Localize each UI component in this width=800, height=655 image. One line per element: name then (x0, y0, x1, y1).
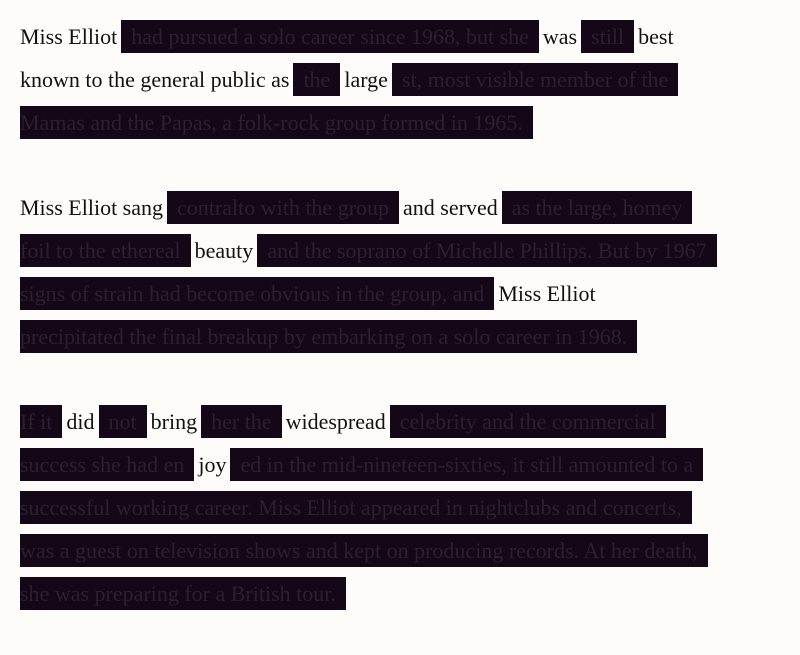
visible-text: bring (150, 409, 198, 435)
text-line: precipitated the final breakup by embark… (20, 313, 792, 356)
redaction-bar: st, most visible member of the (391, 63, 679, 97)
visible-text: and served (403, 195, 498, 221)
redaction-bar: still (581, 20, 635, 54)
redaction-bar: precipitated the final breakup by embark… (20, 320, 638, 354)
redaction-bar: ed in the mid-nineteen-sixties, it still… (230, 448, 704, 482)
redaction-bar: success she had en (20, 448, 195, 482)
text-line: Mamas and the Papas, a folk-rock group f… (20, 99, 792, 142)
text-line: successful working career. Miss Elliot a… (20, 484, 792, 527)
visible-text: known to the general public as (20, 67, 290, 93)
text-line: she was preparing for a British tour. (20, 570, 792, 613)
visible-text: beauty (194, 238, 254, 264)
redaction-bar: foil to the ethereal (20, 234, 191, 268)
redaction-bar: her the (201, 405, 282, 439)
redaction-bar: Mamas and the Papas, a folk-rock group f… (20, 106, 533, 140)
redaction-bar: not (98, 405, 147, 439)
text-line: signs of strain had become obvious in th… (20, 270, 792, 313)
redaction-bar: successful working career. Miss Elliot a… (20, 491, 692, 525)
text-line: was a guest on television shows and kept… (20, 527, 792, 570)
redaction-bar: had pursued a solo career since 1968, bu… (121, 20, 539, 54)
redaction-bar: celebrity and the commercial (389, 405, 666, 439)
visible-text: did (66, 409, 95, 435)
redaction-bar: signs of strain had become obvious in th… (20, 277, 495, 311)
visible-text: Miss Elliot (20, 24, 118, 50)
visible-text: Miss Elliot (498, 281, 596, 307)
redaction-bar: the (293, 63, 341, 97)
visible-text: was (542, 24, 578, 50)
redaction-bar: contralto with the group (167, 191, 400, 225)
redaction-bar: as the large, homey (501, 191, 693, 225)
redaction-bar: If it (20, 405, 63, 439)
visible-text: widespread (285, 409, 386, 435)
redaction-bar: and the soprano of Michelle Phillips. Bu… (257, 234, 717, 268)
visible-text: large (344, 67, 388, 93)
visible-text: Miss Elliot sang (20, 195, 164, 221)
visible-text: best (638, 24, 674, 50)
visible-text: joy (198, 452, 227, 478)
redaction-bar: was a guest on television shows and kept… (20, 534, 708, 568)
redaction-bar: she was preparing for a British tour. (20, 577, 346, 611)
